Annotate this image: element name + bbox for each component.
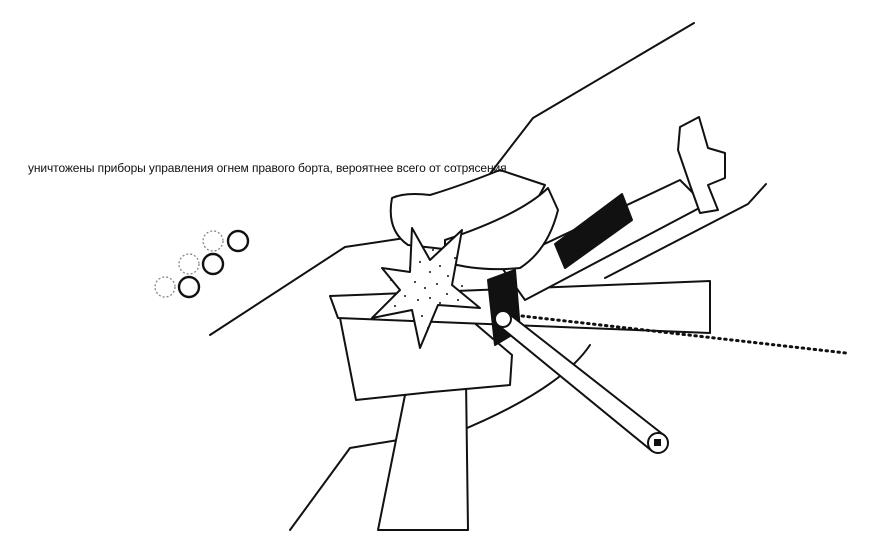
line-of-fire [520, 314, 848, 355]
rod-end-marker [654, 439, 661, 446]
explosion-stipple [390, 249, 463, 329]
rod-left-end [494, 310, 512, 328]
rod-body [497, 312, 666, 452]
mount-base-arc [454, 344, 591, 434]
hull-bottom-left-outline [289, 437, 411, 531]
turret-dome [444, 187, 559, 271]
hull-lower-outline [604, 183, 767, 279]
breech-block [677, 116, 726, 214]
diagram-caption: уничтожены приборы управления огнем прав… [28, 161, 507, 175]
shell-circles [154, 229, 250, 299]
barrel-black-band [554, 193, 633, 269]
lower-plate [377, 379, 469, 531]
